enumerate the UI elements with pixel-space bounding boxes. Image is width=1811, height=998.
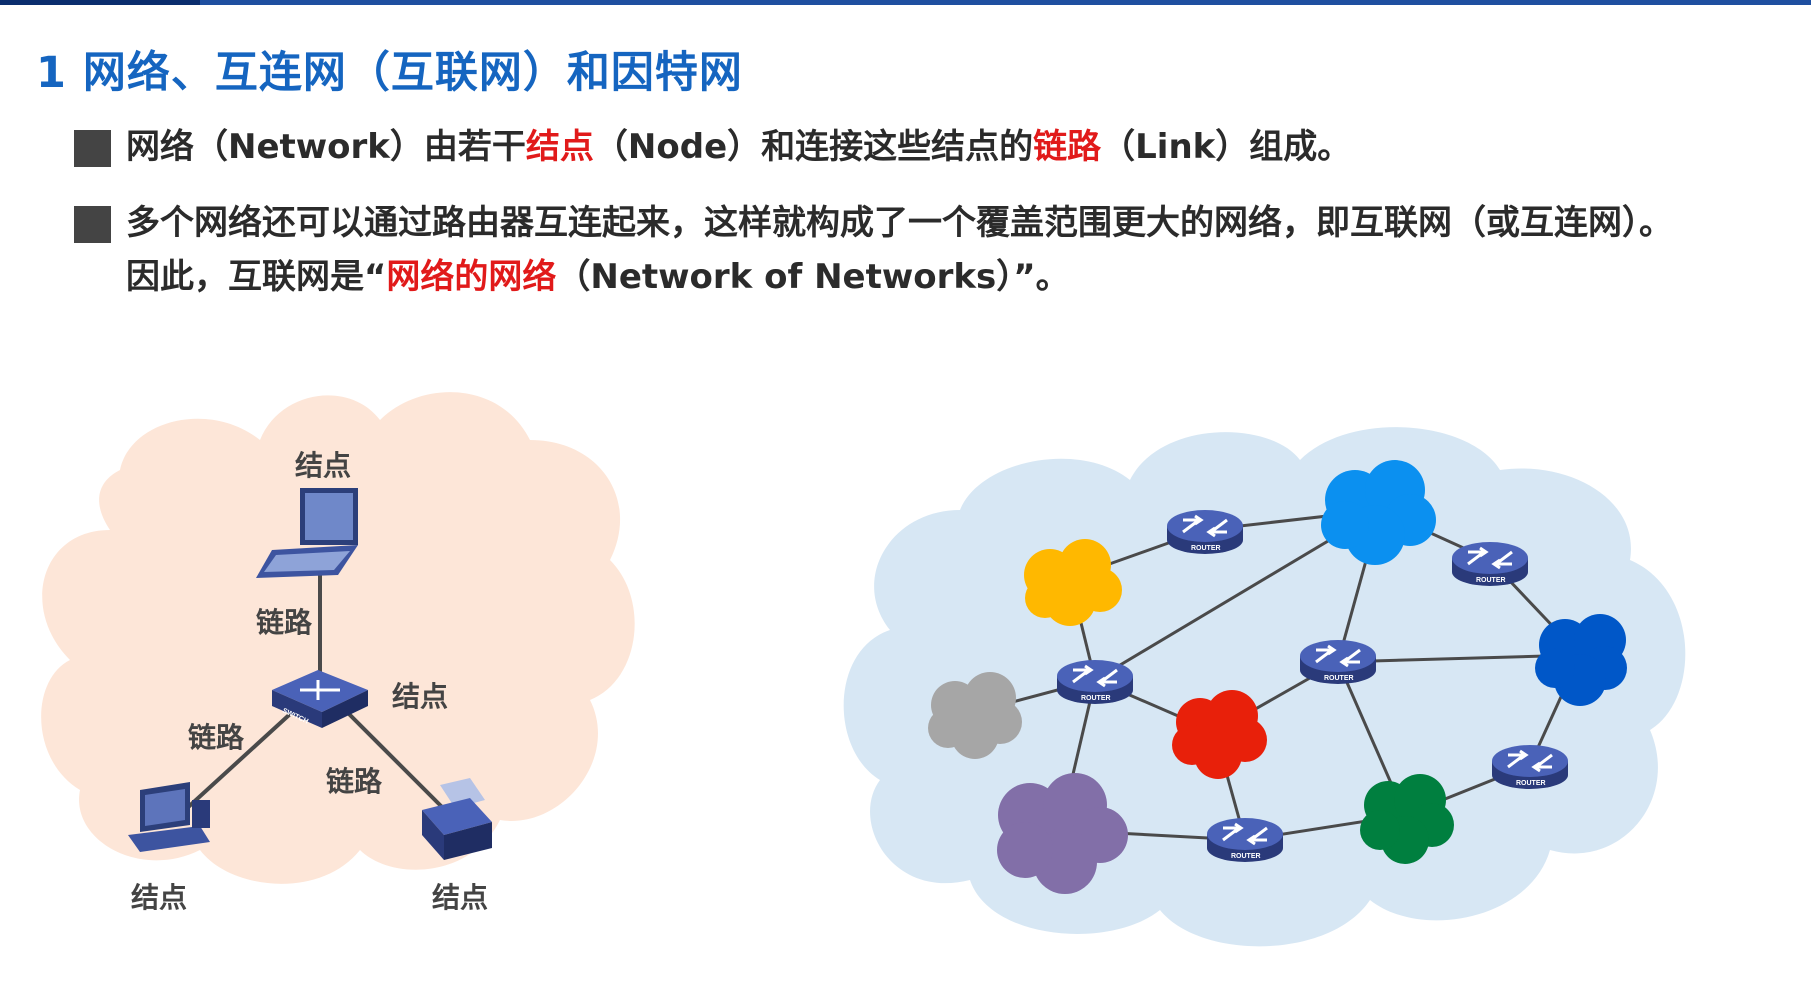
link-label-right: 链路 <box>326 765 383 798</box>
bullet-1-highlight-node: 结点 <box>525 127 594 167</box>
router-icon: ROUTER <box>1205 816 1285 864</box>
bullet-network-definition: 网络（Network）由若干结点（Node）和连接这些结点的链路（Link）组成… <box>74 120 1774 174</box>
gray-cloud <box>928 672 1022 759</box>
router-icon: ROUTER <box>1298 638 1378 686</box>
left-cloud <box>41 392 635 884</box>
router-icon: ROUTER <box>1055 658 1135 706</box>
desktop-pc-icon <box>128 782 210 852</box>
laptop-icon <box>256 488 358 578</box>
top-accent-dark <box>0 0 200 5</box>
node-label-pc: 结点 <box>131 881 187 914</box>
router-label: ROUTER <box>1516 780 1546 787</box>
bullet-1-highlight-link: 链路 <box>1033 127 1102 167</box>
bullet-2-highlight: 网络的网络 <box>386 257 557 297</box>
bullet-2-part-2: （Network of Networks）”。 <box>556 257 1070 297</box>
darkblue-cloud <box>1535 614 1627 706</box>
bullet-square-icon <box>74 206 111 243</box>
router-label: ROUTER <box>1231 853 1261 860</box>
bullet-1-part-3: （Link）组成。 <box>1101 127 1352 167</box>
bullet-square-icon <box>74 130 111 167</box>
bullet-2-line-1: 多个网络还可以通过路由器互连起来，这样就构成了一个覆盖范围更大的网络，即互联网（… <box>126 203 1673 243</box>
blue-cloud <box>1321 460 1436 565</box>
link-switch-pc <box>183 703 302 812</box>
router-label: ROUTER <box>1081 695 1111 702</box>
printer-icon <box>422 778 492 860</box>
yellow-cloud <box>1024 539 1122 626</box>
bullet-2-line-2: 因此，互联网是“网络的网络（Network of Networks）”。 <box>126 250 1774 304</box>
bullet-internet-definition: 多个网络还可以通过路由器互连起来，这样就构成了一个覆盖范围更大的网络，即互联网（… <box>74 196 1774 304</box>
link-switch-printer <box>338 703 447 812</box>
node-label-switch: 结点 <box>392 680 448 713</box>
router-icon: ROUTER <box>1165 508 1245 556</box>
node-label-printer: 结点 <box>432 881 488 914</box>
router-label: ROUTER <box>1476 577 1506 584</box>
link-label-top: 链路 <box>256 606 313 639</box>
router-label: ROUTER <box>1191 545 1221 552</box>
switch-icon: SWITCH <box>272 670 368 728</box>
bullet-1-text: 网络（Network）由若干结点（Node）和连接这些结点的链路（Link）组成… <box>126 120 1774 174</box>
left-network-diagram: SWITCH 结点 链路 结点 链路 链路 结点 结点 <box>41 392 635 914</box>
router-icon: ROUTER <box>1490 743 1570 791</box>
bullet-1-part-1: 网络（Network）由若干 <box>126 127 526 167</box>
bullet-2-part-1: 因此，互联网是“ <box>126 257 387 297</box>
slide-title: 1 网络、互连网（互联网）和因特网 <box>36 48 743 98</box>
router-label: ROUTER <box>1324 675 1354 682</box>
link-label-left: 链路 <box>188 721 245 754</box>
router-icon: ROUTER <box>1450 540 1530 588</box>
green-cloud <box>1360 774 1454 864</box>
purple-cloud <box>997 773 1128 894</box>
right-network-diagram: ROUTER ROUTER ROUTER ROUTER ROUTER ROUTE… <box>843 427 1686 947</box>
red-cloud <box>1172 690 1267 779</box>
bullet-1-part-2: （Node）和连接这些结点的 <box>593 127 1034 167</box>
node-label-laptop: 结点 <box>295 449 351 482</box>
top-accent-bar <box>0 0 1811 5</box>
left-links <box>183 560 447 812</box>
